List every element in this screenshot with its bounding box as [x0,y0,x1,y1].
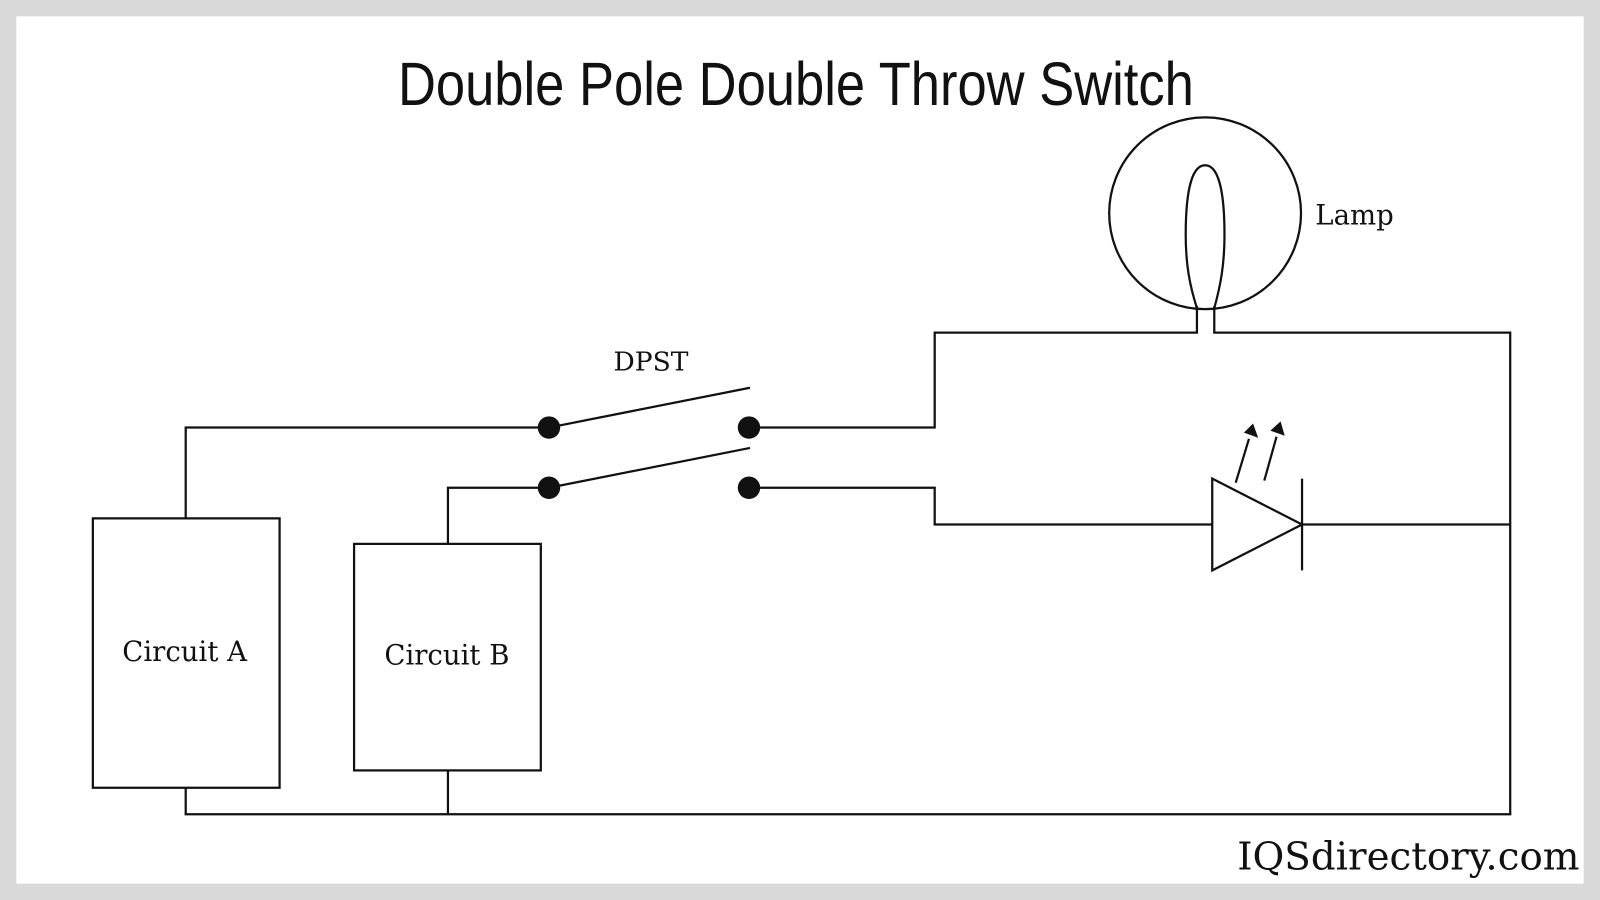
watermark: IQSdirectory.com [1237,834,1579,879]
wire-b-top [446,486,549,544]
diagram-title: Double Pole Double Throw Switch [398,50,1194,118]
led-icon [1211,421,1305,573]
switch-label: DPST [614,346,689,377]
switch-contacts [537,416,761,499]
wire-lamp [748,306,1199,429]
switch-blade-2 [548,446,751,489]
lamp-label: Lamp [1315,199,1393,231]
wire-led [748,486,1213,526]
circuit-b-label: Circuit B [384,639,509,671]
circuit-a-label: Circuit A [122,636,248,668]
lamp-icon [1108,116,1303,311]
switch-blade-1 [548,386,751,429]
diagram-panel [16,16,1584,884]
wire-return [184,306,1512,816]
wire-a-top [184,426,549,519]
